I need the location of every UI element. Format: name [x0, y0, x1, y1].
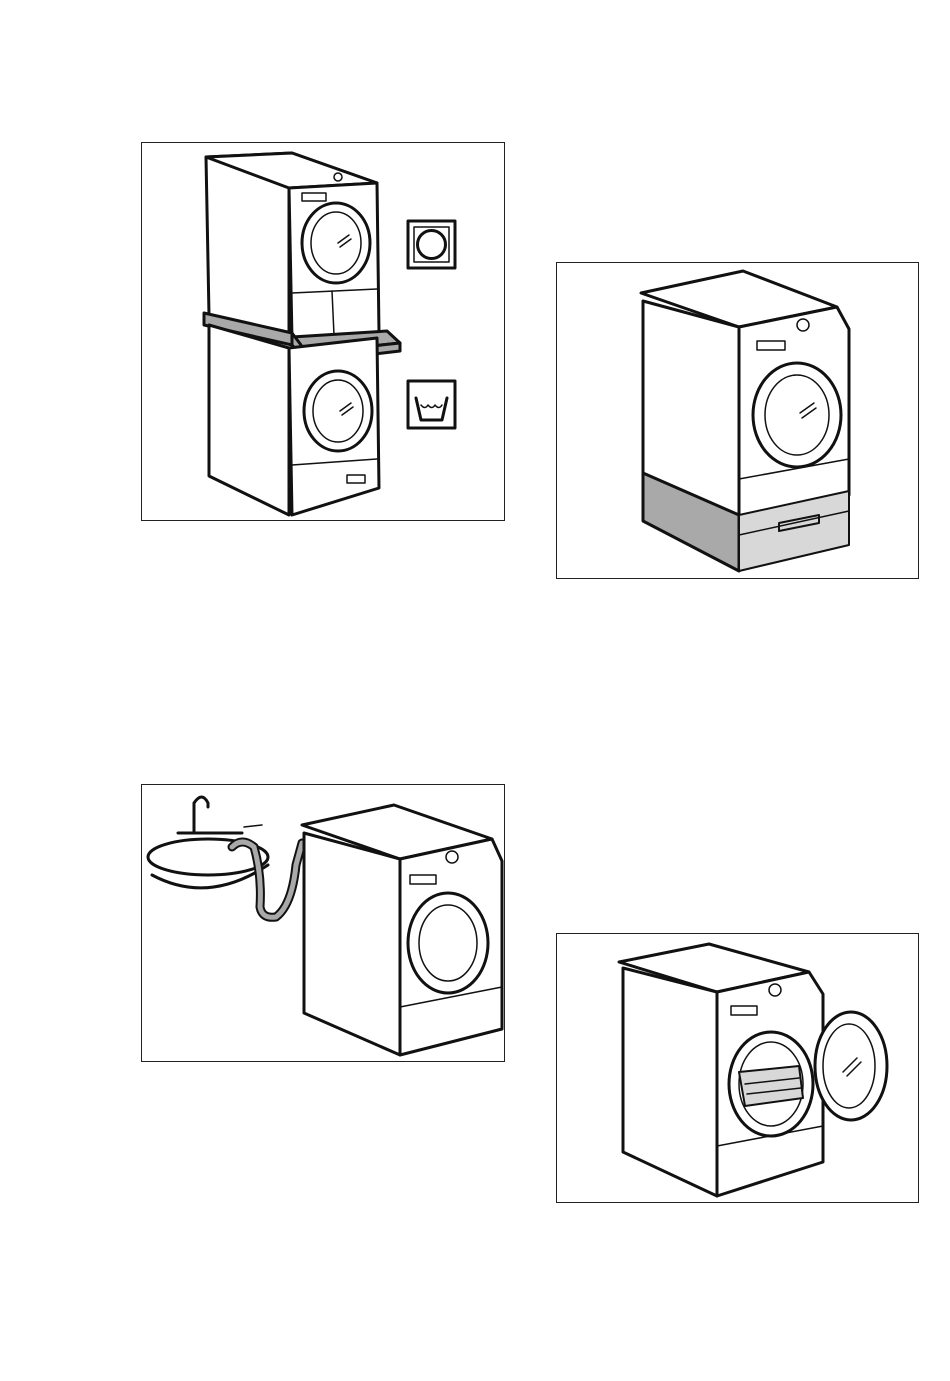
lint-filter: [739, 1066, 803, 1106]
tumble-dry-symbol-icon: [408, 221, 455, 268]
figure-pedestal: [556, 262, 919, 579]
dryer-appliance: [206, 153, 379, 339]
dryer-appliance: [641, 271, 849, 521]
figure-stacking-kit: [141, 142, 505, 521]
washing-machine-appliance: [209, 325, 379, 515]
stacking-kit-illustration: [142, 143, 506, 522]
washing-symbol-icon: [408, 381, 455, 428]
figure-drain-to-sink: [141, 784, 505, 1062]
open-door: [815, 1012, 887, 1120]
door-open-illustration: [557, 934, 920, 1204]
drain-hose-illustration: [142, 785, 506, 1063]
dryer-appliance: [302, 805, 502, 1055]
pedestal-illustration: [557, 263, 920, 580]
figure-door-open: [556, 933, 919, 1203]
